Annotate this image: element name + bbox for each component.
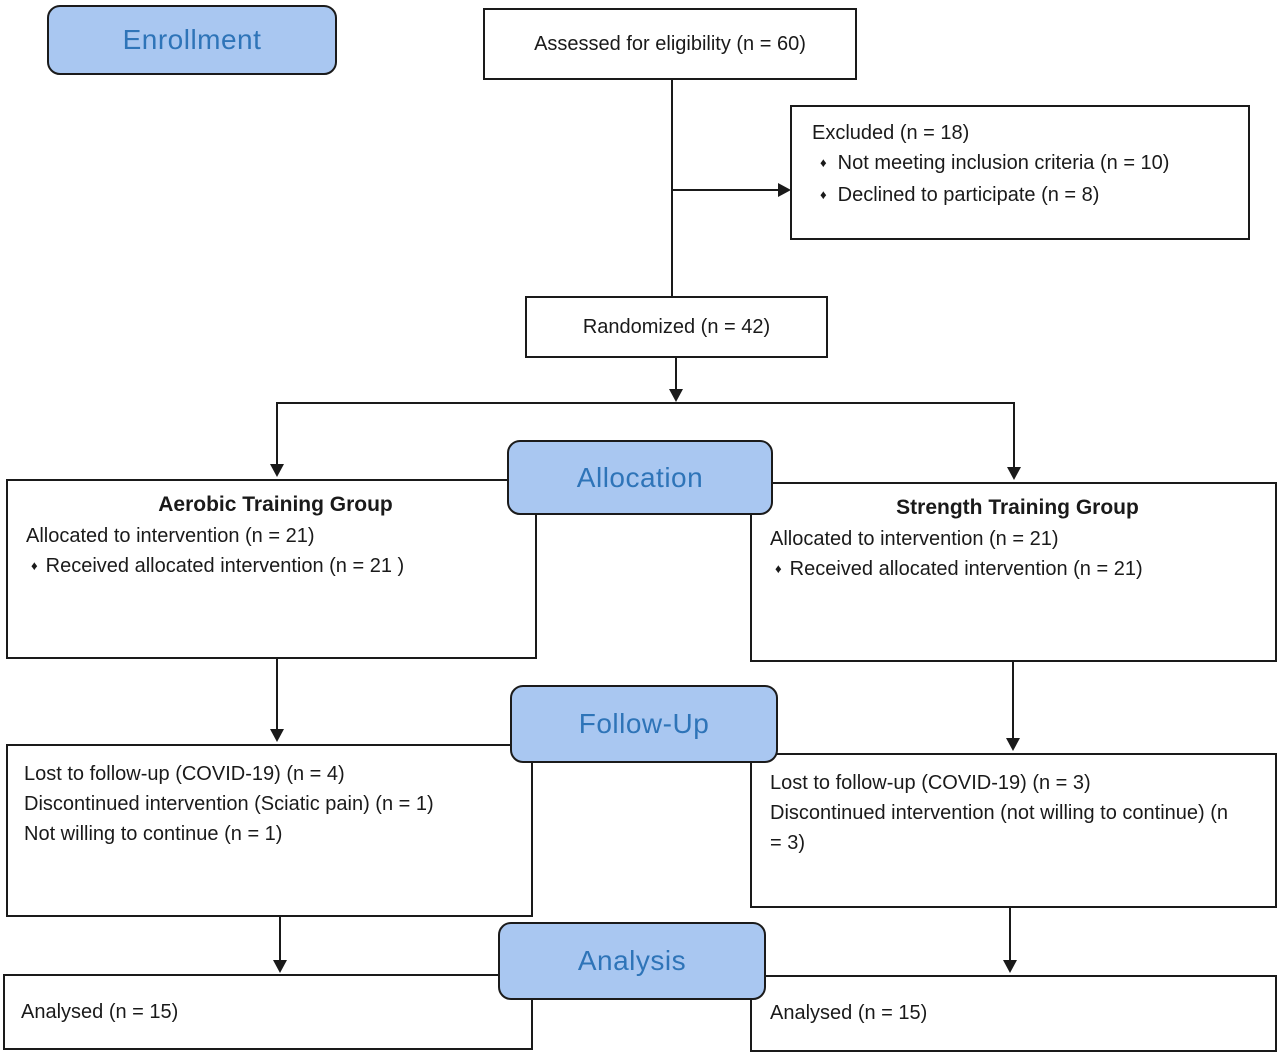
strength-group-title: Strength Training Group	[896, 496, 1139, 519]
arrowhead-followup-right-icon	[1006, 738, 1020, 751]
arrowhead-analysed-left-icon	[273, 960, 287, 973]
aerobic-group-box: Aerobic Training Group Allocated to inte…	[6, 479, 537, 659]
excluded-title: Excluded (n = 18)	[812, 122, 970, 144]
followup-right-line-2: Discontinued intervention (not willing t…	[770, 802, 1229, 854]
excluded-bullet-1: ♦ Not meeting inclusion criteria (n = 10…	[812, 148, 1238, 180]
randomized-text: Randomized (n = 42)	[582, 315, 771, 338]
excluded-box: Excluded (n = 18) ♦ Not meeting inclusio…	[790, 105, 1250, 240]
connector-followup-to-analysed-right	[1009, 908, 1011, 961]
excluded-bullet-2-text: Declined to participate (n = 8)	[837, 184, 1100, 206]
diamond-bullet-icon: ♦	[31, 558, 38, 573]
connector-strength-to-followup	[1012, 662, 1014, 739]
stage-allocation: Allocation	[507, 440, 773, 515]
assessed-text: Assessed for eligibility (n = 60)	[534, 32, 806, 55]
connector-branch-to-strength	[1013, 402, 1015, 467]
arrowhead-aerobic-icon	[270, 464, 284, 477]
diamond-bullet-icon: ♦	[775, 561, 782, 576]
arrowhead-strength-icon	[1007, 467, 1021, 480]
aerobic-received-text: Received allocated intervention (n = 21 …	[45, 555, 405, 577]
analysed-left-text: Analysed (n = 15)	[21, 1000, 179, 1023]
randomized-box: Randomized (n = 42)	[525, 296, 828, 358]
arrowhead-followup-left-icon	[270, 729, 284, 742]
strength-allocated-text: Allocated to intervention (n = 21)	[770, 528, 1059, 550]
connector-assessed-to-randomized	[671, 80, 673, 296]
stage-analysis: Analysis	[498, 922, 766, 1000]
followup-left-box: Lost to follow-up (COVID-19) (n = 4) Dis…	[6, 744, 533, 917]
aerobic-received-row: ♦ Received allocated intervention (n = 2…	[26, 551, 525, 583]
assessed-box: Assessed for eligibility (n = 60)	[483, 8, 857, 80]
followup-right-line-1: Lost to follow-up (COVID-19) (n = 3)	[770, 772, 1091, 794]
strength-received-row: ♦ Received allocated intervention (n = 2…	[770, 554, 1265, 586]
analysed-left-box: Analysed (n = 15)	[3, 974, 533, 1050]
strength-received-text: Received allocated intervention (n = 21)	[789, 558, 1143, 580]
followup-left-line-3: Not willing to continue (n = 1)	[24, 823, 283, 845]
followup-left-line-1: Lost to follow-up (COVID-19) (n = 4)	[24, 763, 345, 785]
stage-followup-label: Follow-Up	[578, 708, 710, 739]
analysed-right-box: Analysed (n = 15)	[750, 975, 1277, 1052]
connector-to-excluded	[671, 189, 779, 191]
branch-horizontal-line	[276, 402, 1015, 404]
stage-followup: Follow-Up	[510, 685, 778, 763]
arrowhead-analysed-right-icon	[1003, 960, 1017, 973]
excluded-bullet-2: ♦ Declined to participate (n = 8)	[812, 180, 1238, 212]
stage-analysis-label: Analysis	[577, 945, 687, 976]
excluded-bullet-1-text: Not meeting inclusion criteria (n = 10)	[837, 152, 1170, 174]
connector-branch-to-aerobic	[276, 402, 278, 465]
aerobic-group-title: Aerobic Training Group	[158, 493, 393, 516]
stage-enrollment: Enrollment	[47, 5, 337, 75]
connector-aerobic-to-followup	[276, 659, 278, 730]
stage-enrollment-label: Enrollment	[122, 24, 262, 55]
analysed-right-text: Analysed (n = 15)	[770, 1002, 928, 1024]
strength-group-box: Strength Training Group Allocated to int…	[750, 482, 1277, 662]
connector-followup-to-analysed-left	[279, 917, 281, 961]
stage-allocation-label: Allocation	[576, 461, 704, 493]
followup-left-line-2: Discontinued intervention (Sciatic pain)…	[24, 793, 434, 815]
aerobic-allocated-text: Allocated to intervention (n = 21)	[26, 525, 315, 547]
diamond-bullet-icon: ♦	[820, 155, 827, 170]
connector-randomized-to-branch	[675, 358, 677, 392]
arrowhead-excluded-icon	[778, 183, 791, 197]
arrowhead-branch-icon	[669, 389, 683, 402]
followup-right-box: Lost to follow-up (COVID-19) (n = 3) Dis…	[750, 753, 1277, 908]
diamond-bullet-icon: ♦	[820, 187, 827, 202]
